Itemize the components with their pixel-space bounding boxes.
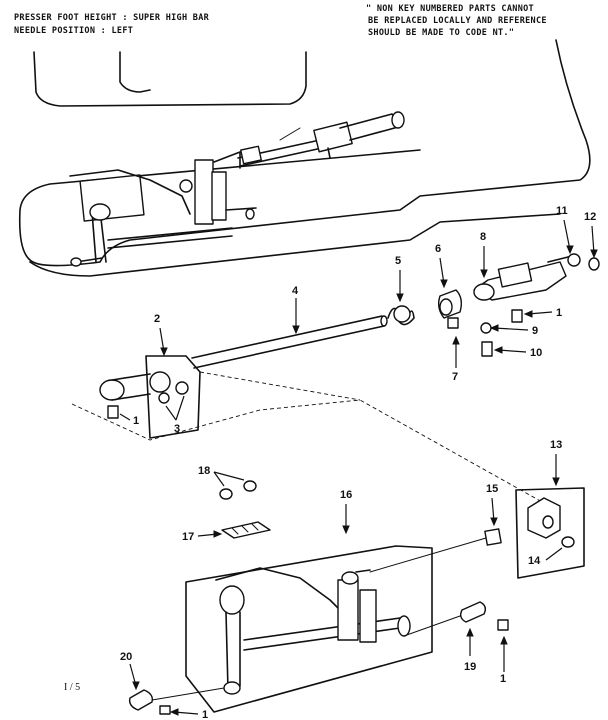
callout-5: 5: [395, 255, 401, 267]
callout-18: 18: [198, 465, 210, 477]
needle-position-label: NEEDLE POSITION : LEFT: [14, 26, 133, 36]
callout-4: 4: [292, 285, 299, 297]
note-line-2: BE REPLACED LOCALLY AND REFERENCE: [368, 16, 547, 26]
pin-part-20: 20 1: [120, 651, 225, 720]
callout-20: 20: [120, 651, 132, 663]
disclaimer-note: " NON KEY NUMBERED PARTS CANNOT BE REPLA…: [366, 4, 547, 38]
callout-1-a: 1: [133, 415, 139, 427]
callout-8: 8: [480, 231, 486, 243]
callout-13: 13: [550, 439, 562, 451]
block-part-15: 15: [369, 483, 502, 573]
callout-14: 14: [528, 555, 541, 567]
pin-part-19: 19 1: [403, 601, 509, 685]
callout-10: 10: [530, 347, 542, 359]
note-line-3: SHOULD BE MADE TO CODE NT.": [368, 28, 514, 38]
bracket-assembly-2: 2 3 1: [99, 313, 201, 439]
spring-part-5: 5: [387, 255, 415, 326]
plate-parts-17-18: 17 18: [182, 465, 271, 543]
callout-9: 9: [532, 325, 538, 337]
machine-casing: [18, 39, 591, 277]
callout-17: 17: [182, 531, 194, 543]
callout-12: 12: [584, 211, 596, 223]
callout-19: 19: [464, 661, 476, 673]
lever-assembly-8: 8 11 12 9 10 1: [473, 205, 600, 359]
callout-1-d: 1: [500, 673, 506, 685]
callout-1-c: 1: [556, 307, 562, 319]
callout-1-b: 1: [202, 709, 208, 720]
callout-11: 11: [556, 205, 568, 217]
rod-part-4: 4: [191, 285, 388, 369]
foot-assembly-16: 16: [185, 489, 433, 713]
callout-7: 7: [452, 371, 458, 383]
note-line-1: " NON KEY NUMBERED PARTS CANNOT: [366, 4, 534, 14]
guide-lines: [71, 371, 561, 513]
callout-6: 6: [435, 243, 441, 255]
collar-part-6: 6 7: [435, 243, 463, 383]
header-block: PRESSER FOOT HEIGHT : SUPER HIGH BAR NEE…: [14, 13, 210, 36]
presser-mechanism: [69, 111, 405, 267]
page-label: I / 5: [64, 682, 80, 693]
callout-16: 16: [340, 489, 352, 501]
callout-2: 2: [154, 313, 160, 325]
bracket-assembly-13: 13 14: [515, 439, 585, 579]
callout-15: 15: [486, 483, 498, 495]
presser-foot-height-label: PRESSER FOOT HEIGHT : SUPER HIGH BAR: [14, 13, 210, 23]
callout-3: 3: [174, 423, 180, 435]
